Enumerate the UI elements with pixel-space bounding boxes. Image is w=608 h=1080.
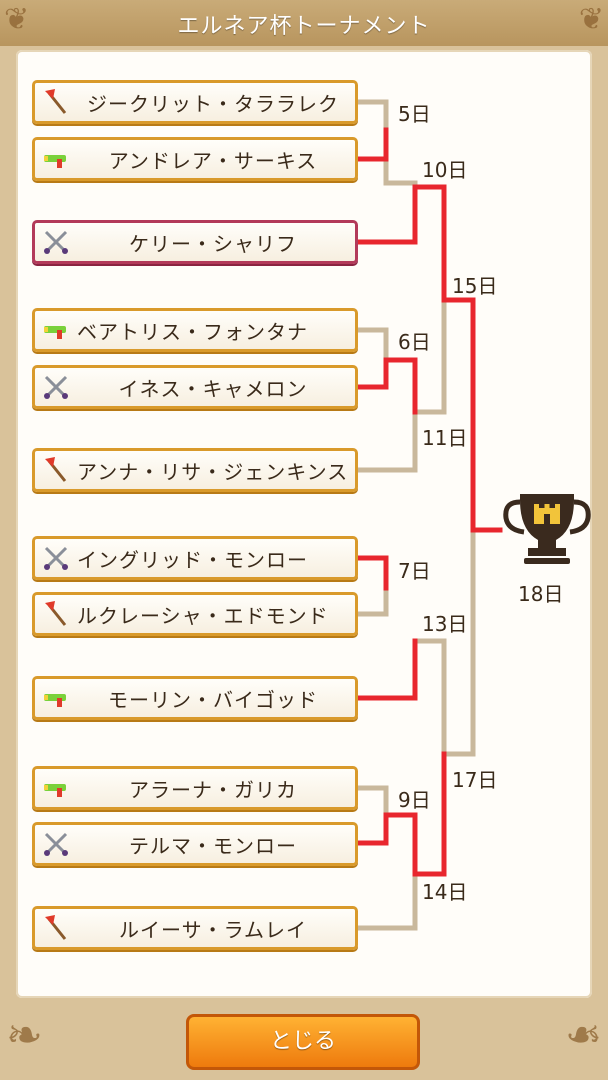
crossed-swords-icon [44,230,68,254]
ornament-icon: ❧ [6,1010,43,1061]
match-day-label: 6日 [398,330,431,354]
final-day-label: 18日 [518,582,564,606]
player-card[interactable]: ルイーサ・ラムレイ [32,906,358,950]
crossed-swords-icon [44,546,68,570]
player-name: アンナ・リサ・ジェンキンス [77,459,349,484]
player-card[interactable]: イングリッド・モンロー [32,536,358,580]
player-name: ルイーサ・ラムレイ [119,917,307,942]
player-name: アンドレア・サーキス [108,148,318,173]
ornament-icon: ❧ [565,1010,602,1061]
player-card[interactable]: アンドレア・サーキス [32,137,358,181]
match-day-label: 7日 [398,559,431,583]
match-day-label: 17日 [452,768,498,792]
match-day-label: 14日 [422,880,468,904]
water-gun-icon [44,326,66,339]
match-day-label: 15日 [452,274,498,298]
player-card[interactable]: アンナ・リサ・ジェンキンス [32,448,358,492]
ornament-icon: ❦ [4,2,30,37]
close-button[interactable]: とじる [186,1014,420,1070]
player-card[interactable]: アラーナ・ガリカ [32,766,358,810]
player-name: アラーナ・ガリカ [129,777,297,802]
trophy-icon [503,494,591,564]
bracket-lines [355,99,503,931]
player-name: ベアトリス・フォンタナ [77,319,308,344]
player-name: イングリッド・モンロー [77,547,308,572]
water-gun-icon [44,155,66,168]
match-day-label: 5日 [398,102,431,126]
ornament-icon: ❦ [578,2,604,37]
match-day-label: 9日 [398,788,431,812]
axe-icon [45,915,67,940]
axe-icon [45,89,67,114]
crossed-swords-icon [44,832,68,856]
header-bar: エルネア杯トーナメント [0,0,608,46]
player-name: ケリー・シャリフ [129,231,297,256]
player-card[interactable]: ベアトリス・フォンタナ [32,308,358,352]
crossed-swords-icon [44,375,68,399]
player-card[interactable]: イネス・キャメロン [32,365,358,409]
player-name: テルマ・モンロー [129,833,297,858]
water-gun-icon [44,694,66,707]
match-day-label: 10日 [422,158,468,182]
axe-icon [45,457,67,482]
player-name: ルクレーシャ・エドモンド [77,603,329,628]
page-title: エルネア杯トーナメント [177,14,431,39]
player-card[interactable]: ルクレーシャ・エドモンド [32,592,358,636]
player-name: モーリン・バイゴッド [108,687,318,712]
player-card[interactable]: テルマ・モンロー [32,822,358,866]
match-day-label: 11日 [422,426,468,450]
water-gun-icon [44,784,66,797]
axe-icon [45,601,67,626]
player-card[interactable]: モーリン・バイゴッド [32,676,358,720]
match-day-label: 13日 [422,612,468,636]
player-name: イネス・キャメロン [118,376,308,401]
player-card[interactable]: ケリー・シャリフ [32,220,358,264]
player-card[interactable]: ジークリット・タララレク [32,80,358,124]
player-name: ジークリット・タララレク [87,91,339,116]
